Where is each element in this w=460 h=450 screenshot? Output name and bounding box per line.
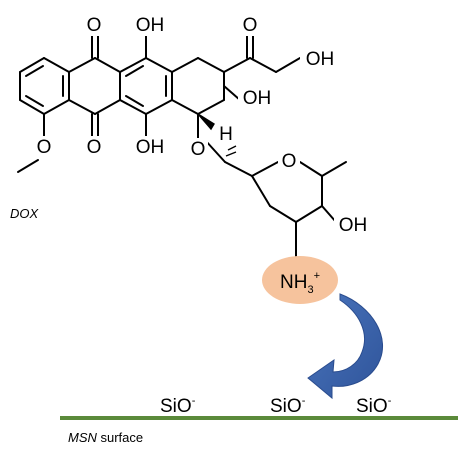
interaction-arrow [307,293,383,400]
amine-group: NH3+ [262,256,338,304]
amine-label: NH3+ [280,270,320,296]
atom-oh-top: OH [136,15,165,36]
atom-oh-sidechain: OH [306,49,335,70]
molecule-bonds [17,31,347,257]
atom-o-bottom: O [87,137,102,158]
atom-oh-bottom: OH [136,137,165,158]
amine-bubble [262,256,338,304]
atom-o-methoxy: O [37,137,52,158]
sio-group-1: SiO- [160,395,196,417]
atom-o-ketone: O [243,15,258,36]
atom-o-top: O [87,15,102,36]
sio-group-3: SiO- [356,395,392,417]
sio-group-2: SiO- [270,395,306,417]
atom-o-sugar-ring: O [282,151,297,172]
atom-o-glycosidic: O [191,139,206,160]
atom-oh-sugar: OH [339,215,368,236]
atom-h-stereo: H [219,124,233,145]
msn-surface-label: MSN surface [68,430,143,445]
atom-oh-c9: OH [243,88,272,109]
dox-label: DOX [10,206,40,221]
stereo-marks [197,113,237,157]
atom-labels: O OH O OH OH O OH O H O O OH [34,14,372,236]
sio-groups: SiO- SiO- SiO- [160,395,392,417]
